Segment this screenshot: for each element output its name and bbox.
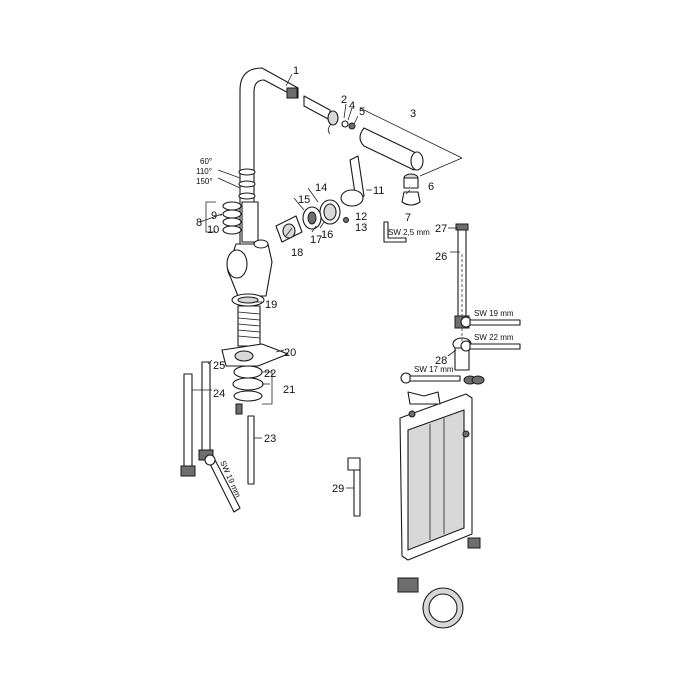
callout-2: 2 [341,94,347,106]
callout-28: 28 [435,355,447,367]
base-plate-part-20 [221,343,289,367]
angle-60: 60° [200,157,212,166]
callout-23: 23 [264,433,276,445]
wrench-sw19-right [460,316,521,328]
hose-guide-rail [399,393,481,561]
angle-150: 150° [196,177,213,186]
callout-21: 21 [283,384,295,396]
cartridge-parts [275,199,349,243]
callout-3: 3 [410,108,416,120]
callout-22: 22 [264,368,276,380]
callout-26: 26 [435,251,447,263]
callout-9: 9 [211,210,217,222]
callout-19: 19 [265,299,277,311]
callout-8: 8 [196,217,202,229]
callout-11: 11 [373,185,384,197]
callout-13: 13 [355,222,367,234]
callout-10: 10 [207,224,219,236]
angle-labels: 60° 110° 150° [196,157,213,186]
spray-head-part-3 [359,127,424,171]
label-sw19-right: SW 19 mm [474,309,514,318]
faucet-body [226,201,273,297]
callout-1: 1 [293,65,299,77]
hose-connector-parts [303,95,356,135]
leader-lines [192,103,460,489]
callout-20: 20 [284,347,296,359]
callout-25: 25 [213,360,225,372]
threaded-shank [237,305,261,347]
threaded-rod-part-23 [247,415,255,485]
rail-clamp [407,391,441,418]
callout-18: 18 [291,247,303,259]
callout-17: 17 [310,234,322,246]
label-sw25: SW 2,5 mm [388,228,430,237]
callout-29: 29 [332,483,344,495]
supply-hose-part-25 [198,361,214,461]
callout-12: 12 [355,211,367,223]
callout-16: 16 [321,229,333,241]
wrench-sw19-left [204,454,241,513]
label-sw17: SW 17 mm [414,365,454,374]
mounting-nut-parts [232,365,264,415]
callout-24: 24 [213,388,225,400]
aerator-part-6 [401,173,421,206]
callout-6: 6 [428,181,434,193]
callout-15: 15 [298,194,310,206]
callout-4: 4 [349,100,355,112]
swivel-rings [238,168,256,200]
o-rings-9-10 [222,201,242,235]
hose-counterweight [397,577,464,629]
hex-key-part-7 [383,221,407,243]
callout-7: 7 [405,212,411,224]
mounting-tool-part-29 [347,457,361,517]
callout-27: 27 [435,223,447,235]
callout-14: 14 [315,182,327,194]
label-sw22: SW 22 mm [474,333,514,342]
wrench-sw17 [400,372,461,384]
lever-handle-part-11 [340,155,365,207]
callout-labels: 1 2 4 5 3 6 11 7 12 13 14 15 16 17 18 8 … [196,65,447,495]
gasket-part-19 [231,293,265,307]
angle-110: 110° [196,167,212,176]
callout-5: 5 [359,106,365,118]
wrench-sw22 [460,340,521,352]
supply-hose-part-24 [180,373,196,477]
